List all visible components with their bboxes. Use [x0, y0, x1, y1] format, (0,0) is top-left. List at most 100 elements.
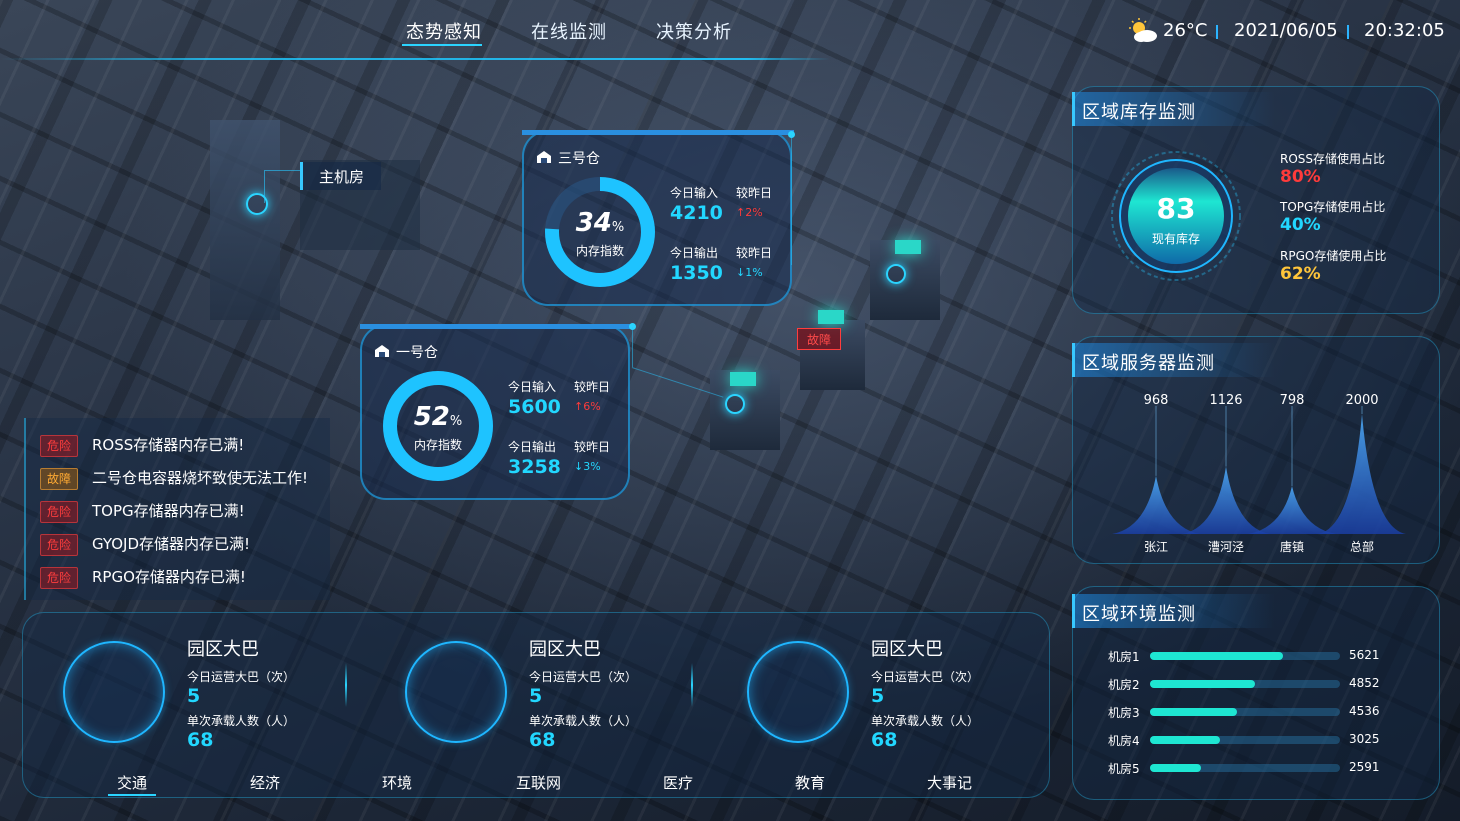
- bus-capacity-value: 68: [529, 729, 556, 751]
- server-peak-3: [1318, 414, 1406, 534]
- warehouse-3-marker[interactable]: [886, 264, 906, 284]
- bottom-tab-education[interactable]: 教育: [795, 774, 826, 792]
- storage-panel-title: 区域库存监测: [1082, 102, 1196, 123]
- warehouse-3-card[interactable]: 三号仓 34% 内存指数 今日输入 较昨日 4210 ↑2% 今日输出 较昨日 …: [522, 130, 794, 306]
- warehouse-1-card[interactable]: 一号仓 52% 内存指数 今日输入 较昨日 5600 ↑6% 今日输出 较昨日 …: [360, 324, 632, 500]
- main-room-marker[interactable]: [246, 193, 268, 215]
- server-peak-2: [1248, 486, 1336, 534]
- compare-label: 较昨日: [736, 186, 773, 200]
- bottom-tab-traffic[interactable]: 交通: [117, 774, 148, 792]
- memory-index-gauge: [383, 371, 493, 481]
- server-peak-1: [1182, 466, 1270, 534]
- bus-gauge-circle: [405, 641, 507, 743]
- env-bar-track: [1150, 708, 1340, 716]
- alert-item[interactable]: 危险 TOPG存储器内存已满!: [40, 500, 245, 523]
- bus-capacity-label: 单次承载人数（人）: [187, 714, 296, 728]
- bus-ops-label: 今日运营大巴（次）: [529, 670, 638, 684]
- output-change: ↓3%: [574, 460, 601, 473]
- env-bar-fill: [1150, 736, 1221, 744]
- peak-value-label: 968: [1144, 393, 1169, 408]
- top-divider: [0, 58, 830, 60]
- alert-level-badge: 危险: [40, 501, 78, 523]
- input-change-value: 2%: [745, 206, 763, 219]
- bus-title: 园区大巴: [871, 639, 943, 660]
- bottom-tab-events[interactable]: 大事记: [927, 774, 973, 792]
- card-endpoint: [788, 131, 795, 138]
- partly-cloudy-icon: [1129, 18, 1157, 42]
- peak-category-label: 漕河泾: [1208, 540, 1244, 554]
- input-value: 5600: [508, 396, 561, 418]
- bottom-tab-economy[interactable]: 经济: [250, 774, 281, 792]
- env-room-label: 机房3: [1108, 706, 1140, 720]
- env-room-label: 机房2: [1108, 678, 1140, 692]
- bus-ops-value: 5: [529, 685, 543, 707]
- storage-item-label: ROSS存储使用占比: [1280, 152, 1386, 166]
- divider: [691, 663, 693, 707]
- alert-level-badge: 危险: [40, 567, 78, 589]
- warehouse-1-marker[interactable]: [725, 394, 745, 414]
- storage-item-label: RPGO存储使用占比: [1280, 249, 1387, 263]
- input-label: 今日输入: [508, 380, 557, 394]
- environment-panel-title: 区域环境监测: [1082, 604, 1196, 625]
- alert-text: GYOJD存储器内存已满!: [92, 535, 251, 553]
- peak-value-label: 798: [1280, 393, 1305, 408]
- panel-title-bar: [1072, 343, 1275, 377]
- divider: [345, 663, 347, 707]
- gauge-label: 内存指数: [413, 438, 462, 452]
- peak-value-label: 2000: [1345, 393, 1378, 408]
- storage-item-value: 62%: [1280, 264, 1321, 284]
- alert-text: TOPG存储器内存已满!: [92, 502, 245, 520]
- env-room-label: 机房1: [1108, 650, 1140, 664]
- panel-title-bar: [1072, 594, 1275, 628]
- tab-online-monitoring[interactable]: 在线监测: [531, 22, 607, 43]
- alert-item[interactable]: 故障二号仓电容器烧坏致使无法工作!: [40, 467, 308, 490]
- bus-capacity-label: 单次承载人数（人）: [529, 714, 638, 728]
- main-room-label-box[interactable]: 主机房: [300, 162, 381, 190]
- env-room-label: 机房5: [1108, 762, 1140, 776]
- alert-item[interactable]: 危险 GYOJD存储器内存已满!: [40, 533, 250, 556]
- gauge-label: 内存指数: [575, 244, 624, 258]
- env-bar-fill: [1150, 764, 1202, 772]
- alert-level-badge: 危险: [40, 534, 78, 556]
- peak-category-label: 唐镇: [1280, 539, 1304, 554]
- output-change-value: 3%: [583, 460, 601, 473]
- active-tab-indicator: [402, 44, 482, 46]
- bottom-tab-internet[interactable]: 互联网: [516, 774, 562, 792]
- gauge-value: 34: [575, 208, 612, 238]
- panel-title-bar: [1072, 92, 1275, 126]
- env-room-value: 4536: [1349, 704, 1380, 718]
- alert-level-badge: 故障: [40, 468, 78, 490]
- tab-decision-analysis[interactable]: 决策分析: [656, 22, 732, 43]
- warehouse-name: 三号仓: [558, 151, 600, 167]
- bus-gauge-circle: [747, 641, 849, 743]
- gauge-unit: %: [611, 220, 625, 235]
- marker-connector: [264, 170, 301, 203]
- fault-tag[interactable]: 故障: [797, 328, 841, 350]
- bottom-tab-medical[interactable]: 医疗: [663, 774, 694, 792]
- tab-situation-awareness[interactable]: 态势感知: [406, 22, 482, 43]
- warehouse-icon: [537, 151, 551, 163]
- env-bar-track: [1150, 736, 1340, 744]
- peak-category-label: 张江: [1144, 540, 1168, 554]
- bus-ops-label: 今日运营大巴（次）: [871, 670, 980, 684]
- bus-capacity-value: 68: [871, 729, 898, 751]
- output-label: 今日输出: [508, 440, 557, 454]
- inventory-value: 83: [1156, 192, 1196, 225]
- env-bar-fill: [1150, 680, 1255, 688]
- env-room-value: 3025: [1349, 732, 1380, 746]
- input-change: ↑2%: [736, 206, 763, 219]
- card-header-bar: [360, 324, 632, 329]
- bottom-tab-environment[interactable]: 环境: [382, 774, 413, 792]
- arrow-down-icon: ↓: [574, 460, 584, 473]
- arrow-down-icon: ↓: [736, 266, 746, 279]
- input-change-value: 6%: [583, 400, 601, 413]
- bus-capacity-value: 68: [187, 729, 214, 751]
- top-navigation: 态势感知 在线监测 决策分析 26°C 2021/06/05 20:32:05: [0, 0, 1460, 62]
- warehouse-icon: [375, 345, 389, 357]
- arrow-up-icon: ↑: [574, 400, 584, 413]
- alert-level-badge: 危险: [40, 435, 78, 457]
- memory-index-gauge: [545, 177, 655, 287]
